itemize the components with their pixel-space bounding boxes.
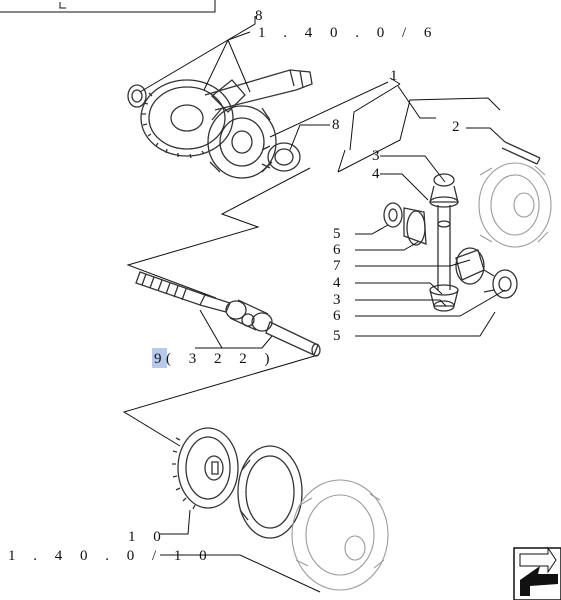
- bottom-ref-number[interactable]: 1 0: [128, 529, 168, 545]
- label-r2-3[interactable]: 3: [333, 292, 341, 308]
- label-r2-5[interactable]: 5: [333, 328, 341, 344]
- crown-gear-assembly: [127, 69, 313, 179]
- bearing-right-label[interactable]: 8: [332, 117, 340, 133]
- top-ref-number[interactable]: 8: [255, 8, 263, 24]
- leader-lines: [139, 16, 506, 593]
- pin-part: [501, 141, 541, 165]
- label-r1-5[interactable]: 5: [333, 226, 341, 242]
- pin-label[interactable]: 2: [452, 119, 460, 135]
- differential-exploded: [383, 173, 518, 312]
- label-r2-6[interactable]: 6: [333, 308, 341, 324]
- callout-highlight: [152, 348, 167, 368]
- header-box-fragment: [0, 0, 216, 13]
- bottom-gear-assembly: [172, 427, 303, 539]
- label-r1-7[interactable]: 7: [333, 258, 341, 274]
- label-r1-4[interactable]: 4: [372, 166, 380, 182]
- housing-ghost-right: [478, 162, 552, 248]
- bottom-ref-code[interactable]: 1 . 4 0 . 0 / 1 0: [8, 548, 214, 564]
- shaft-assembly: [135, 271, 321, 357]
- label-r1-6[interactable]: 6: [333, 242, 341, 258]
- shaft-ref-label[interactable]: ( 3 2 2 ): [166, 351, 277, 367]
- next-page-arrow-icon[interactable]: [513, 546, 561, 600]
- assembly-main-label[interactable]: 1: [390, 68, 398, 84]
- top-ref-code[interactable]: 1 . 4 0 . 0 / 6: [258, 25, 438, 41]
- label-r1-3[interactable]: 3: [372, 148, 380, 164]
- shaft-number-label[interactable]: 9: [154, 351, 162, 367]
- housing-ghost-bottom: [291, 479, 389, 591]
- connector-lines: [122, 81, 501, 447]
- label-r2-4[interactable]: 4: [333, 275, 341, 291]
- callout-labels: 8 1 . 4 0 . 0 / 6 1 2 8 3 4 5 6 7 4 3 6 …: [8, 8, 460, 564]
